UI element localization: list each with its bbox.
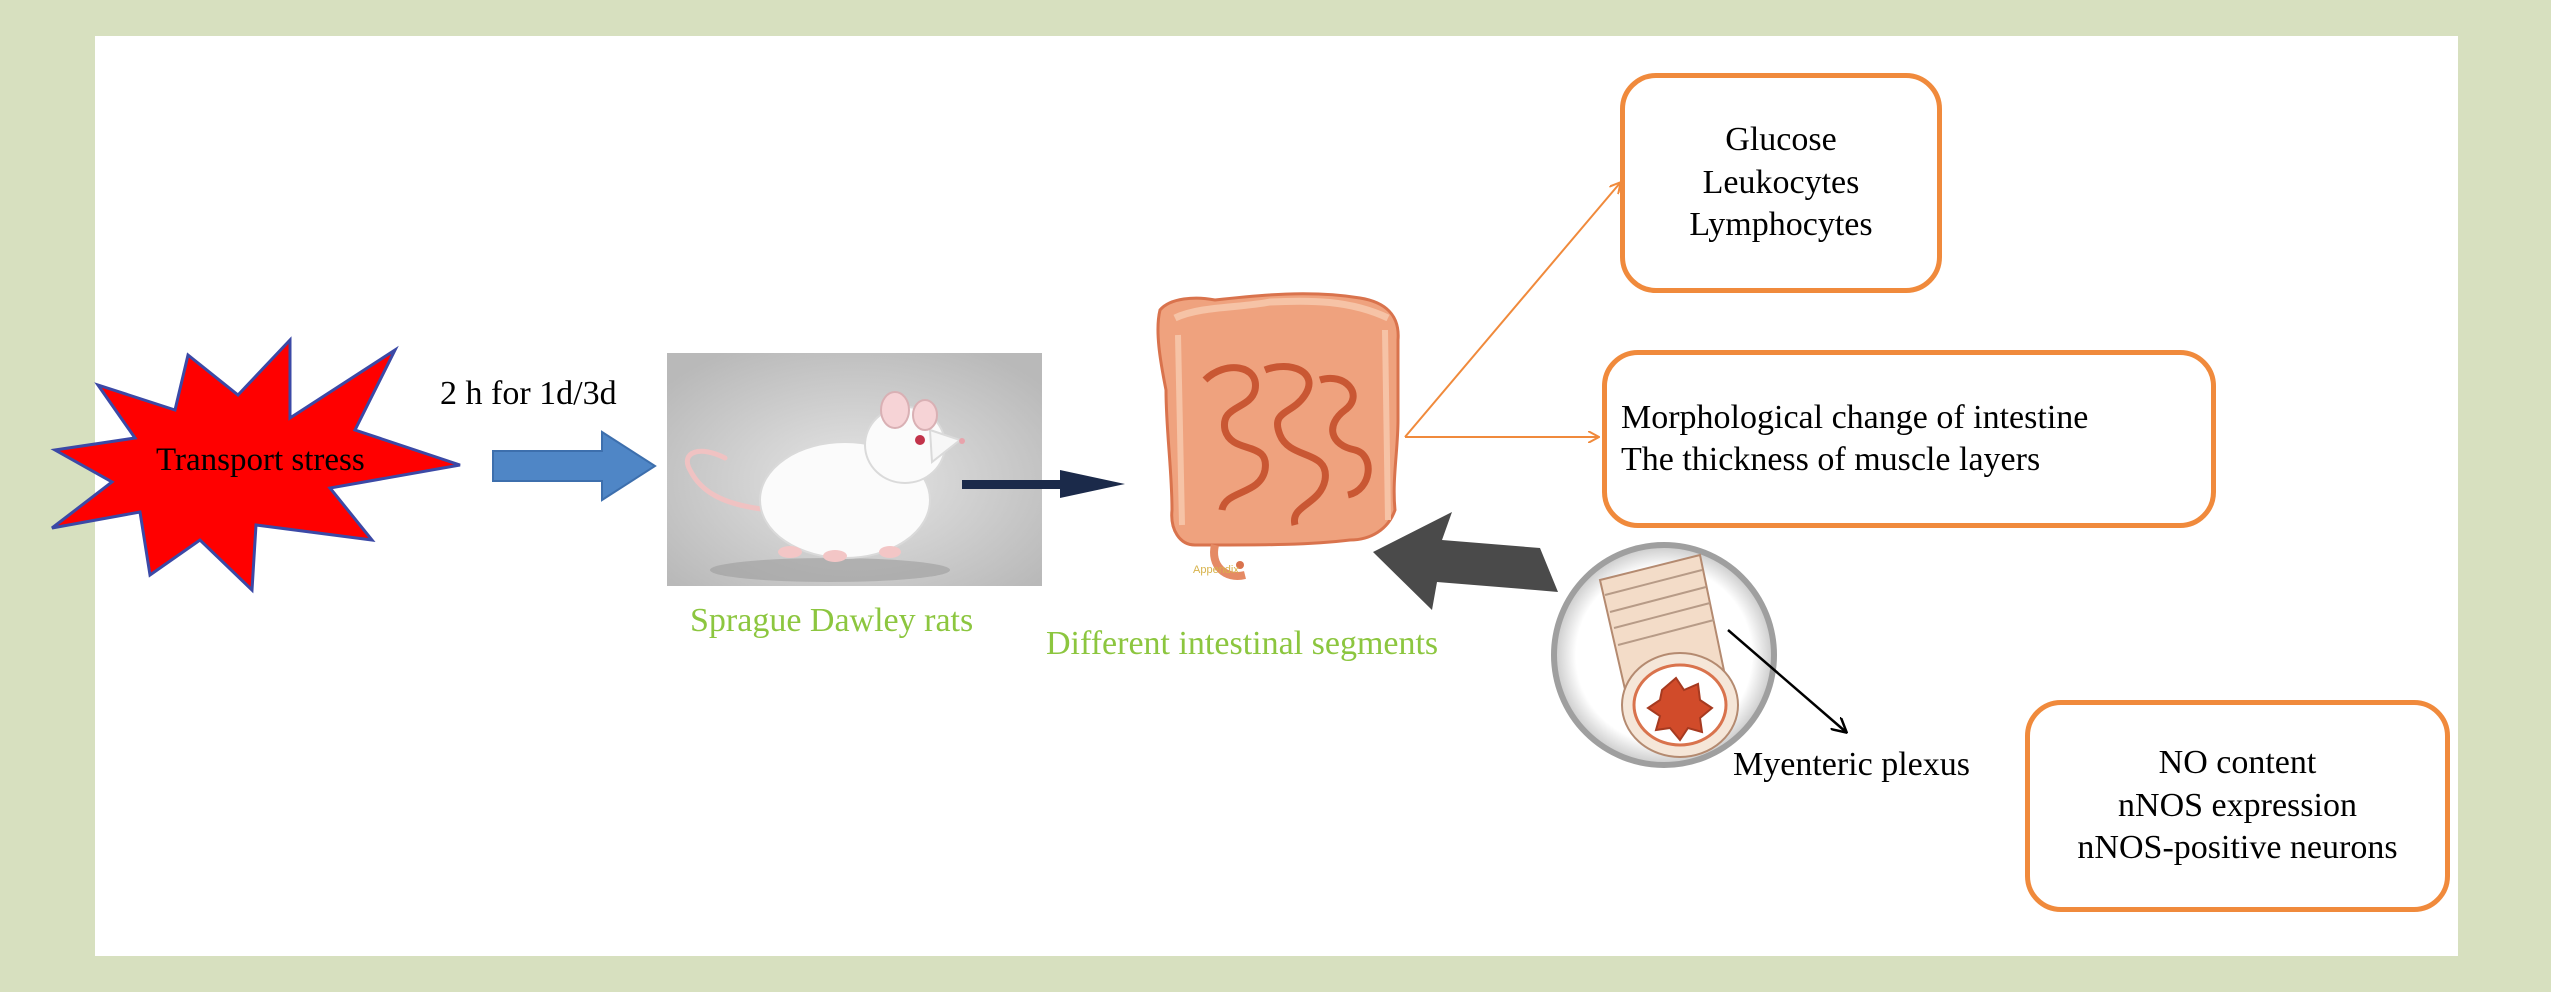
blood-parameters-box: Glucose Leukocytes Lymphocytes bbox=[1620, 73, 1942, 293]
arrow-to-plexus-label bbox=[1727, 629, 1846, 732]
nitric-oxide-box: NO content nNOS expression nNOS-positive… bbox=[2025, 700, 2450, 912]
box-line: NO content bbox=[2158, 744, 2317, 782]
blue-arrow bbox=[492, 430, 657, 502]
box-line: Morphological change of intestine bbox=[1621, 398, 2089, 436]
box-line: Glucose bbox=[1725, 121, 1837, 159]
arrow-to-blood-box bbox=[1404, 183, 1620, 438]
myenteric-plexus-label: Myenteric plexus bbox=[1733, 746, 1970, 783]
myenteric-plexus-lens bbox=[1551, 542, 1777, 768]
rat-to-intestine-arrow bbox=[962, 470, 1125, 498]
box-line: Leukocytes bbox=[1702, 163, 1860, 201]
transport-stress-starburst bbox=[50, 336, 461, 594]
grey-arrow bbox=[1373, 512, 1558, 610]
box-line: nNOS expression bbox=[2118, 786, 2357, 824]
transport-stress-label: Transport stress bbox=[156, 442, 365, 478]
morphology-box: Morphological change of intestine The th… bbox=[1602, 350, 2216, 528]
intestine-caption: Different intestinal segments bbox=[1046, 625, 1439, 662]
rats-caption: Sprague Dawley rats bbox=[690, 602, 974, 639]
duration-label: 2 h for 1d/3d bbox=[440, 375, 617, 412]
box-line: The thickness of muscle layers bbox=[1621, 441, 2041, 478]
box-line: Lymphocytes bbox=[1689, 206, 1873, 244]
box-line: nNOS-positive neurons bbox=[2077, 829, 2398, 867]
intestine-illustration bbox=[1156, 292, 1400, 580]
appendix-text: Appendix bbox=[1193, 564, 1239, 576]
rat-photo bbox=[667, 353, 1042, 586]
